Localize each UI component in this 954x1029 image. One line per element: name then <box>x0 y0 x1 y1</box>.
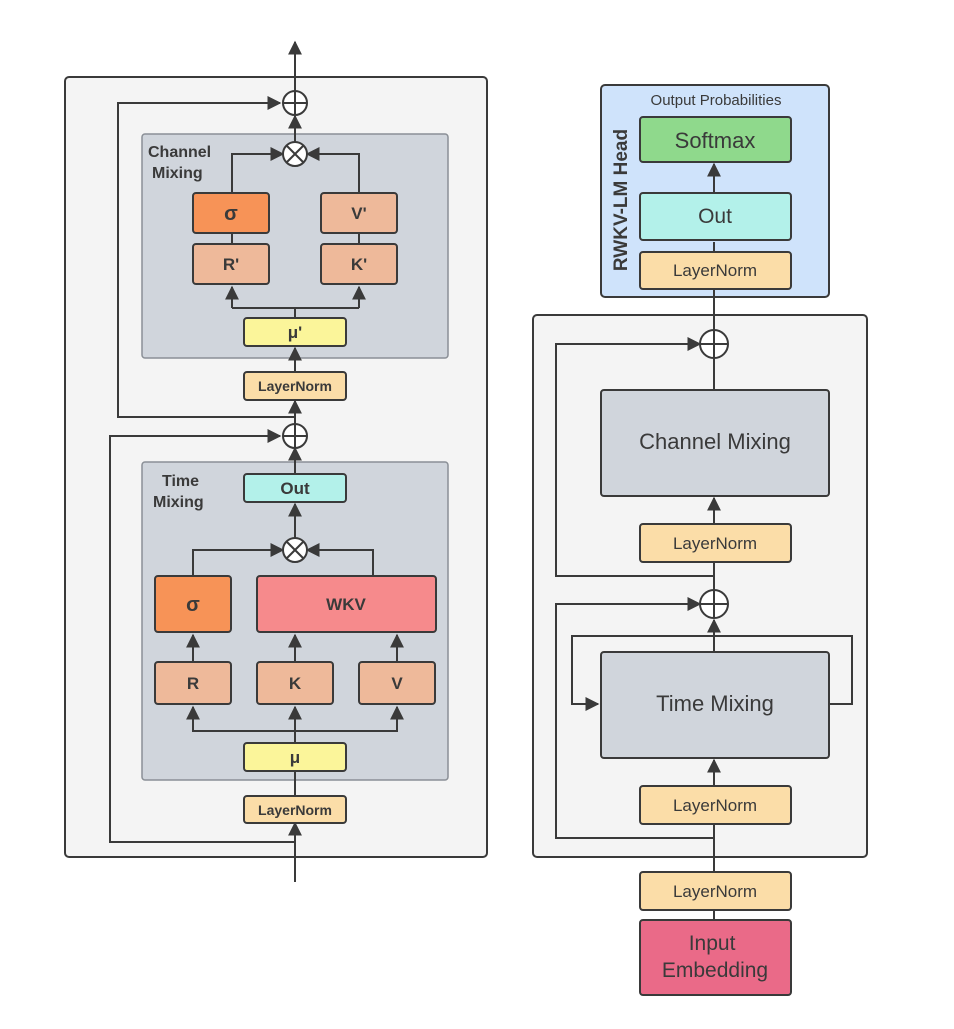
time-mixing-box <box>600 651 830 759</box>
v-box <box>358 661 436 705</box>
input-embedding-label: Input Embedding <box>662 932 768 982</box>
layernorm-time-label: LayerNorm <box>258 802 332 818</box>
sigma-time-label: σ <box>186 594 200 616</box>
out-label: Out <box>280 479 310 498</box>
softmax-box <box>639 116 792 163</box>
r-box <box>154 661 232 705</box>
time-mixing-label: Time Mixing <box>656 691 774 716</box>
out-box <box>243 473 347 503</box>
wkv-label: WKV <box>326 595 366 614</box>
sigma-channel-label: σ <box>224 203 238 225</box>
v-prime-box <box>320 192 398 234</box>
mu-box <box>243 742 347 772</box>
head-layernorm-box <box>639 251 792 290</box>
k-prime-box <box>320 243 398 285</box>
head-out-label: Out <box>698 205 732 228</box>
left-connectors <box>109 40 404 882</box>
mu-label: μ <box>290 748 300 767</box>
head-out-box <box>639 192 792 241</box>
layernorm-channel-block-label: LayerNorm <box>673 534 757 553</box>
add-icon-time-block <box>699 589 729 619</box>
channel-mixing-label: Channel Mixing <box>639 429 791 454</box>
right-model-overview: RWKV-LM Head Output Probabilities <box>532 84 868 996</box>
k-prime-label: K' <box>351 255 367 274</box>
input-embedding-box <box>639 919 792 996</box>
layernorm-time-box <box>243 795 347 824</box>
r-label: R <box>187 674 199 693</box>
sigma-time-box <box>154 575 232 633</box>
head-title: RWKV-LM Head <box>611 129 632 271</box>
layernorm-channel-block-box <box>639 523 792 563</box>
channel-mixing-box <box>600 389 830 497</box>
output-probabilities-label: Output Probabilities <box>651 92 782 109</box>
k-box <box>256 661 334 705</box>
layernorm-input-box <box>639 871 792 911</box>
layernorm-input-label: LayerNorm <box>673 882 757 901</box>
multiply-icon-channel <box>282 141 308 167</box>
sigma-channel-box <box>192 192 270 234</box>
time-mixing-title: Time Mixing <box>153 473 204 511</box>
v-label: V <box>391 674 403 693</box>
channel-mixing-title: Channel Mixing <box>148 144 216 182</box>
wkv-box <box>256 575 437 633</box>
k-label: K <box>289 674 302 693</box>
add-icon-channel-block <box>699 329 729 359</box>
mu-prime-box <box>243 317 347 347</box>
mu-prime-label: μ' <box>288 323 302 342</box>
right-connectors <box>555 162 853 920</box>
add-icon-time <box>282 423 308 449</box>
add-icon-channel <box>282 90 308 116</box>
layernorm-time-block-box <box>639 785 792 825</box>
layernorm-time-block-label: LayerNorm <box>673 796 757 815</box>
layernorm-channel-label: LayerNorm <box>258 378 332 394</box>
r-prime-box <box>192 243 270 285</box>
left-block-detail: Channel Mixing Time Mixing <box>64 40 488 882</box>
head-layernorm-label: LayerNorm <box>673 261 757 280</box>
softmax-label: Softmax <box>675 128 756 153</box>
v-prime-label: V' <box>351 204 366 223</box>
multiply-icon-time <box>282 537 308 563</box>
r-prime-label: R' <box>223 255 239 274</box>
layernorm-channel-box <box>243 371 347 401</box>
